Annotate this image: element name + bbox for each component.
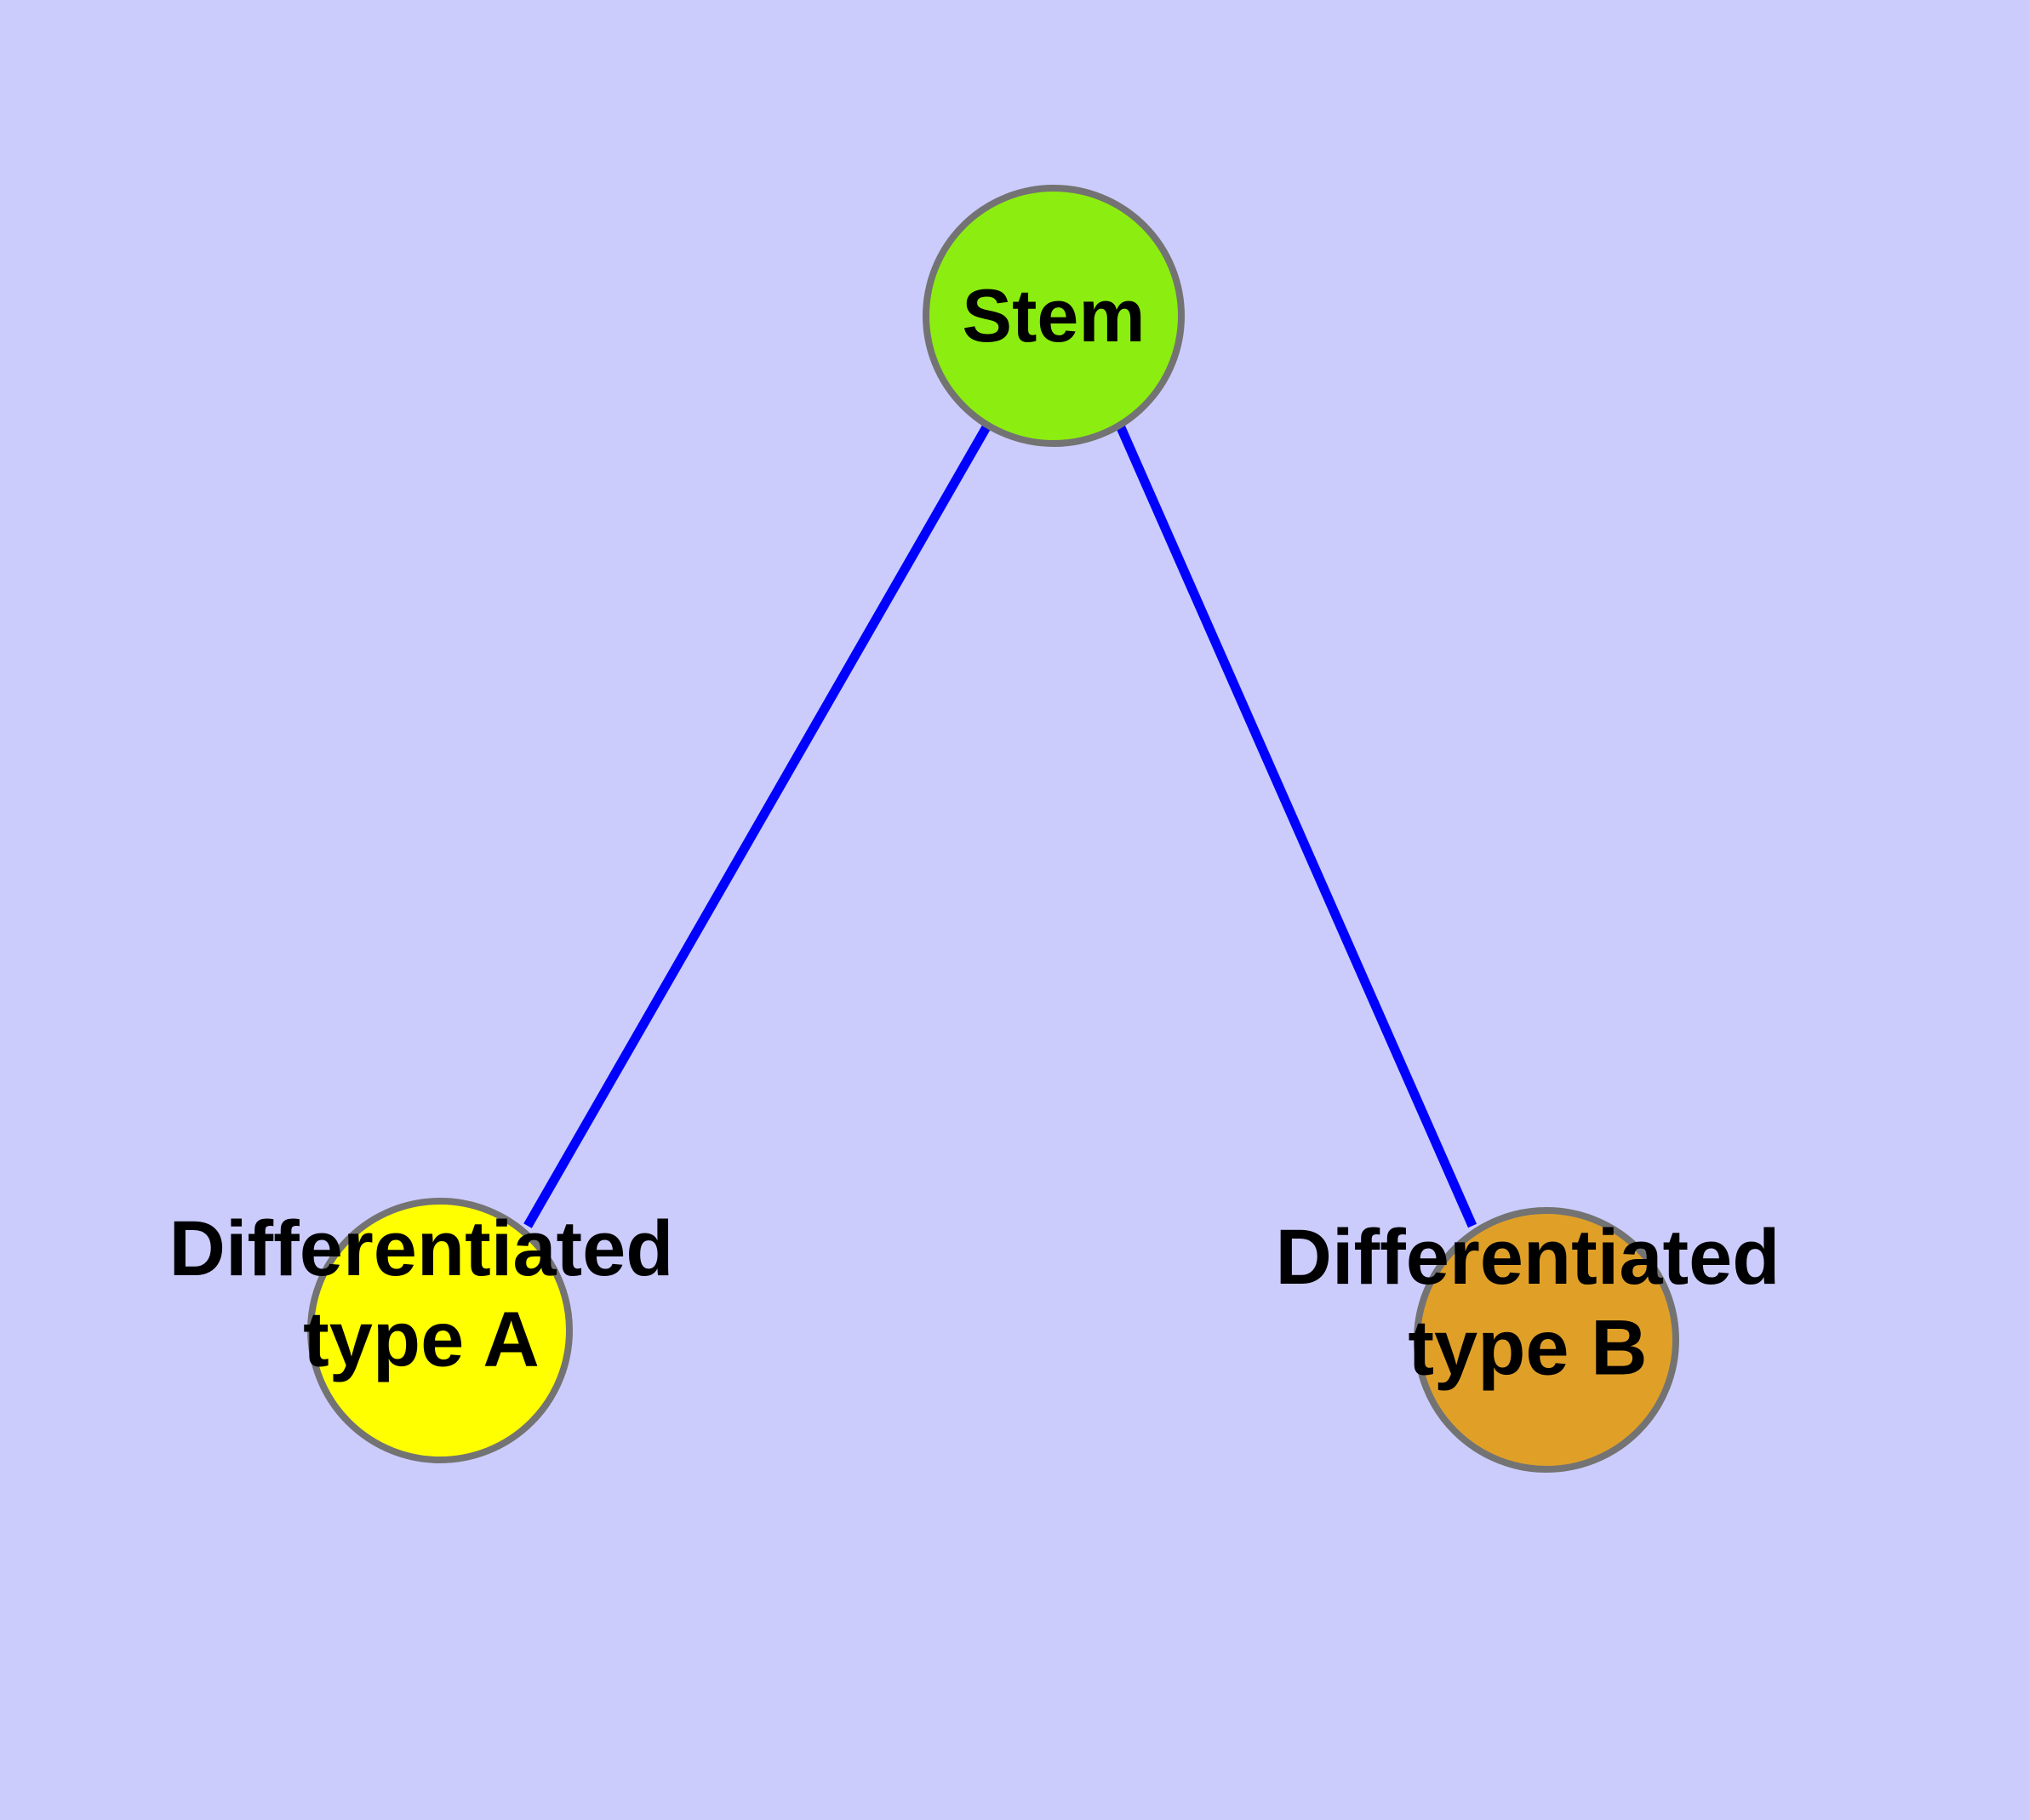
node-label-stem: Stem [962,273,1145,358]
edge-stem-to-diff-a[interactable] [523,423,992,1228]
node-label-line: Differentiated [169,1205,674,1292]
node-label-line: Stem [962,273,1145,358]
node-stem[interactable] [923,185,1185,447]
node-diff-a[interactable] [307,1198,573,1463]
node-label-line: type B [1408,1305,1647,1392]
edge-stem-to-diff-b[interactable] [1115,423,1477,1228]
node-label-line: Differentiated [1276,1214,1780,1301]
edges-layer [523,423,1477,1228]
nodes-layer [307,185,1679,1473]
node-diff-b[interactable] [1414,1207,1679,1473]
node-label-line: type A [303,1296,540,1383]
